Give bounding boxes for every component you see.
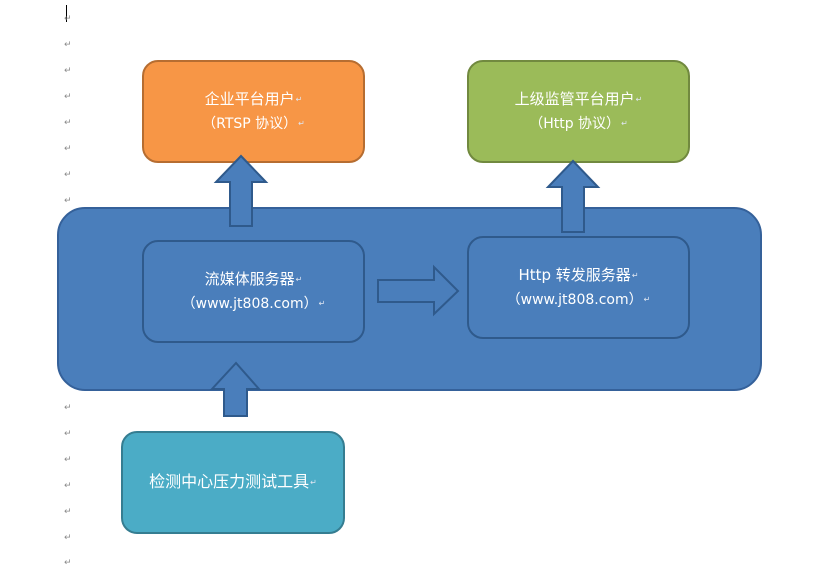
paragraph-mark: ↵ [64,14,72,24]
paragraph-mark: ↵ [64,118,72,128]
paragraph-mark: ↵ [64,403,72,413]
box-subtitle: （Http 协议） [529,115,621,132]
paragraph-mark: ↵ [64,558,72,568]
box-title: 检测中心压力测试工具 [149,472,310,492]
paragraph-mark: ↵ [64,507,72,517]
paragraph-mark: ↵ [310,477,317,487]
paragraph-mark: ↵ [635,94,643,104]
paragraph-mark: ↵ [64,533,72,543]
text-cursor [66,5,67,22]
paragraph-mark: ↵ [318,298,326,308]
paragraph-mark: ↵ [64,66,72,76]
paragraph-mark: ↵ [64,170,72,180]
paragraph-mark: ↵ [621,118,628,128]
paragraph-mark: ↵ [631,270,639,280]
box-title: Http 转发服务器 [518,266,631,285]
box-subtitle: （www.jt808.com） [506,291,643,308]
paragraph-mark: ↵ [298,118,305,128]
paragraph-mark: ↵ [64,40,72,50]
box-title: 企业平台用户 [204,90,295,109]
streaming-media-server-box[interactable]: 流媒体服务器↵ （www.jt808.com）↵ [142,240,365,343]
paragraph-mark: ↵ [295,274,303,284]
box-title: 流媒体服务器 [204,270,295,289]
paragraph-mark: ↵ [643,294,651,304]
box-subtitle: （www.jt808.com） [181,295,318,312]
supervisor-platform-user-box[interactable]: 上级监管平台用户↵ （Http 协议）↵ [467,60,690,163]
http-forwarding-server-box[interactable]: Http 转发服务器↵ （www.jt808.com）↵ [467,236,690,339]
enterprise-platform-user-box[interactable]: 企业平台用户↵ （RTSP 协议）↵ [142,60,365,163]
paragraph-mark: ↵ [64,429,72,439]
paragraph-mark: ↵ [64,196,72,206]
box-subtitle: （RTSP 协议） [202,115,298,132]
paragraph-mark: ↵ [64,481,72,491]
paragraph-mark: ↵ [295,94,303,104]
paragraph-mark: ↵ [64,144,72,154]
box-title: 上级监管平台用户 [514,90,635,109]
paragraph-mark: ↵ [64,455,72,465]
paragraph-mark: ↵ [64,92,72,102]
stress-test-tool-box[interactable]: 检测中心压力测试工具↵ [121,431,345,534]
